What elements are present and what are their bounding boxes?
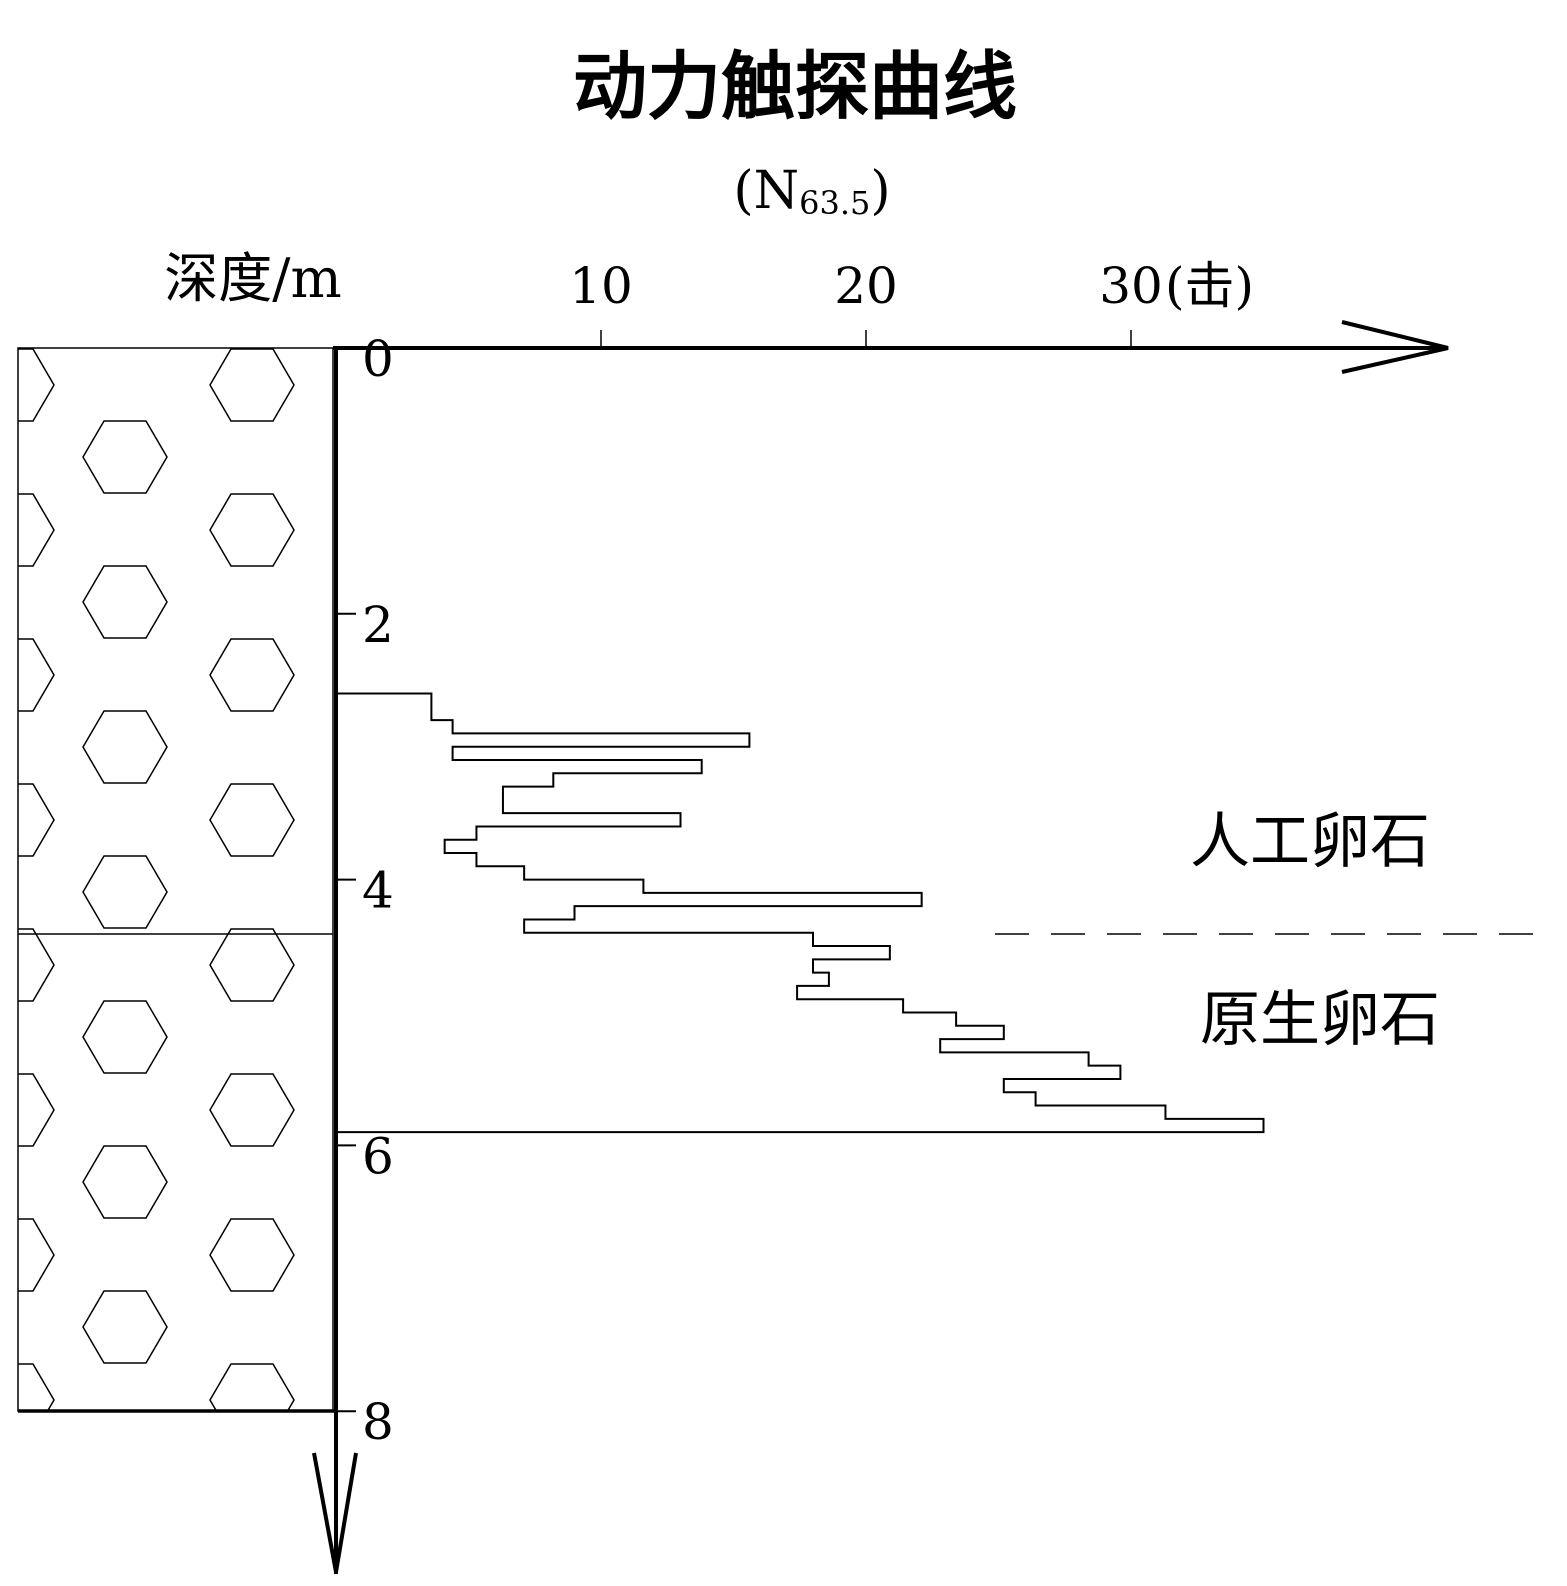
y-axis-arrow-icon bbox=[312, 1452, 358, 1573]
y-tick-label: 2 bbox=[362, 596, 394, 654]
y-axis-ticks: 0 2 4 6 8 bbox=[336, 330, 394, 1451]
penetration-bar bbox=[336, 1079, 1004, 1092]
penetration-bar bbox=[336, 959, 813, 972]
cobble-hexagon bbox=[82, 420, 168, 494]
cobble-hexagon bbox=[18, 1218, 55, 1292]
penetration-bar bbox=[336, 760, 702, 773]
chart-subtitle: (N63.5) bbox=[733, 161, 890, 222]
subtitle-main: (N bbox=[733, 161, 799, 221]
penetration-bar bbox=[336, 733, 749, 746]
y-tick-label: 4 bbox=[362, 862, 394, 920]
penetration-bar bbox=[336, 919, 524, 932]
penetration-bar bbox=[336, 813, 681, 826]
cobble-hexagon bbox=[18, 928, 55, 1002]
y-tick-label: 0 bbox=[362, 330, 394, 388]
penetration-bar bbox=[336, 787, 503, 814]
cobble-hexagon bbox=[82, 710, 168, 784]
cobble-hexagon bbox=[209, 1363, 295, 1411]
penetration-bar bbox=[336, 840, 445, 853]
cobble-hexagon bbox=[209, 493, 295, 567]
penetration-bar bbox=[336, 986, 797, 999]
x-axis-arrow-icon bbox=[1341, 320, 1449, 374]
cobble-hexagon bbox=[209, 928, 295, 1002]
x-tick-label: 10 bbox=[569, 257, 633, 315]
penetration-bar bbox=[336, 1052, 1089, 1065]
cobble-hexagon bbox=[18, 1073, 55, 1147]
cobble-hexagon bbox=[209, 783, 295, 857]
penetration-bar bbox=[336, 999, 903, 1012]
penetration-series bbox=[335, 692, 1265, 1146]
penetration-bar bbox=[336, 1092, 1036, 1105]
x-tick-label: 30 bbox=[1099, 257, 1163, 315]
penetration-bar bbox=[336, 1026, 1004, 1039]
penetration-bar bbox=[336, 1066, 1120, 1079]
cobble-hexagon bbox=[18, 783, 55, 857]
y-axis-label: 深度/m bbox=[164, 247, 341, 310]
penetration-step-line bbox=[335, 692, 1265, 1146]
cobble-hexagon bbox=[82, 1000, 168, 1074]
cobble-hexagon bbox=[82, 855, 168, 929]
chart-title: 动力触探曲线 bbox=[573, 44, 1017, 130]
cobble-hexagon bbox=[82, 565, 168, 639]
subtitle-close: ) bbox=[870, 161, 890, 221]
y-tick-label: 8 bbox=[362, 1393, 394, 1451]
penetration-bar bbox=[336, 1039, 940, 1052]
layer-label-native-cobble: 原生卵石 bbox=[1200, 985, 1440, 1055]
penetration-bar bbox=[336, 853, 476, 866]
cobble-pattern bbox=[18, 348, 295, 1508]
penetration-bar bbox=[336, 1013, 956, 1026]
penetration-bar bbox=[336, 747, 453, 760]
penetration-bar bbox=[336, 826, 476, 839]
x-axis-unit-label: (击) bbox=[1165, 257, 1254, 315]
subtitle-subscript: 63.5 bbox=[799, 184, 870, 222]
penetration-bar bbox=[336, 946, 890, 959]
penetration-bar bbox=[336, 1106, 1165, 1119]
x-axis-ticks: 10 20 30(击) bbox=[569, 257, 1254, 315]
geology-column-frame bbox=[17, 347, 334, 1412]
cobble-hexagon bbox=[209, 348, 295, 422]
cobble-hexagon bbox=[18, 493, 55, 567]
penetration-bar bbox=[336, 973, 829, 986]
y-tick-label: 6 bbox=[362, 1127, 394, 1185]
penetration-bar bbox=[336, 720, 453, 733]
geology-column bbox=[17, 347, 336, 1508]
cobble-hexagon bbox=[82, 1290, 168, 1364]
x-tick-label: 20 bbox=[834, 257, 898, 315]
cobble-hexagon bbox=[209, 1073, 295, 1147]
penetration-bar bbox=[336, 1119, 1264, 1132]
cobble-hexagon bbox=[82, 1145, 168, 1219]
cobble-hexagon bbox=[18, 1363, 55, 1411]
layer-label-artificial-cobble: 人工卵石 bbox=[1190, 807, 1430, 877]
cobble-hexagon bbox=[209, 1218, 295, 1292]
cobble-hexagon bbox=[83, 1436, 167, 1508]
cobble-hexagon bbox=[18, 638, 55, 712]
penetration-bar bbox=[336, 893, 922, 906]
penetration-bar bbox=[336, 773, 553, 786]
cobble-hexagon bbox=[209, 638, 295, 712]
penetration-bar bbox=[336, 933, 813, 946]
cobble-hexagon bbox=[18, 348, 55, 422]
penetration-bar bbox=[336, 694, 431, 721]
